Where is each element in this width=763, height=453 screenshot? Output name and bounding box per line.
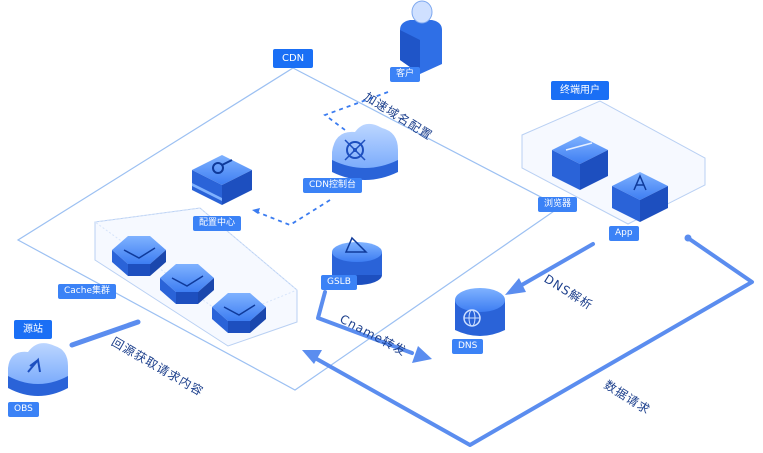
cache-server-2-icon xyxy=(160,264,214,304)
config-center-box-icon xyxy=(192,155,252,205)
obs-origin-cloud-icon xyxy=(8,343,68,396)
arrow-dns-resolve xyxy=(518,242,595,288)
dns-label: DNS xyxy=(452,339,484,354)
arrow-data-request xyxy=(313,236,754,447)
origin-label: 源站 xyxy=(14,320,52,339)
customer-person-icon xyxy=(400,0,442,74)
gslb-label: GSLB xyxy=(321,275,357,290)
browser-window-icon xyxy=(552,136,608,190)
cdn-console-cloud-icon xyxy=(332,123,398,180)
config-center-label: 配置中心 xyxy=(193,216,242,231)
cache-server-1-icon xyxy=(112,236,166,276)
dashed-link-console-config xyxy=(251,199,331,227)
app-label: App xyxy=(609,226,639,241)
cdn-label: CDN xyxy=(273,49,314,68)
obs-label: OBS xyxy=(8,402,39,417)
browser-label: 浏览器 xyxy=(538,197,578,212)
app-box-icon xyxy=(612,172,668,222)
cache-cluster-label: Cache集群 xyxy=(58,284,116,299)
cdn-console-label: CDN控制台 xyxy=(303,178,362,193)
customer-label: 客户 xyxy=(390,67,421,82)
cdn-region-frame xyxy=(16,67,562,391)
end-user-label: 终端用户 xyxy=(551,81,609,100)
arrow-cname-forward xyxy=(316,290,414,355)
arrow-back-to-origin xyxy=(69,319,141,348)
dns-server-icon xyxy=(455,288,505,336)
cache-server-3-icon xyxy=(212,293,266,333)
dashed-link-customer-console xyxy=(323,91,389,131)
